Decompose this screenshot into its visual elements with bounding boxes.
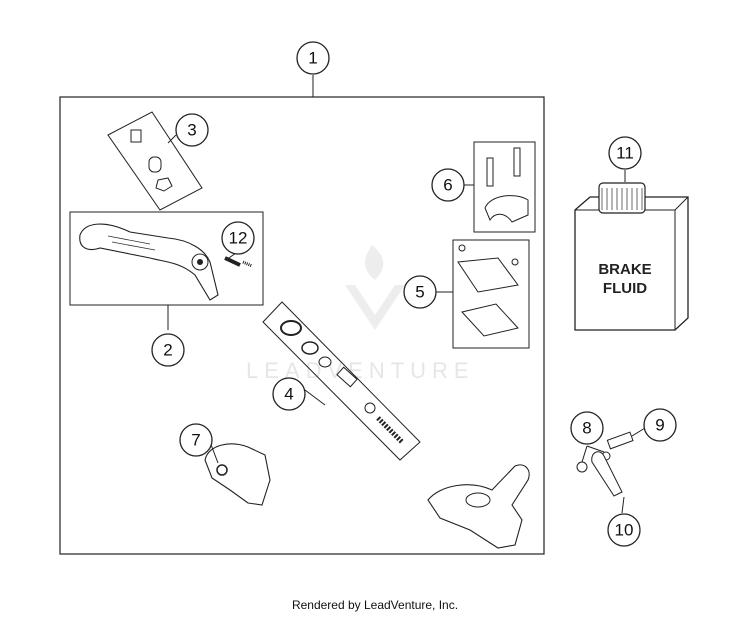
svg-text:11: 11 — [616, 144, 634, 163]
footer-credit: Rendered by LeadVenture, Inc. — [291, 598, 459, 612]
svg-text:1: 1 — [308, 49, 317, 68]
subgroup-5-cover — [452, 239, 530, 349]
subgroup-4-piston — [262, 301, 421, 461]
callout-11: 11 — [608, 136, 642, 170]
callout-8: 8 — [570, 411, 604, 445]
svg-text:10: 10 — [615, 521, 634, 540]
bottle-label-line2: FLUID — [603, 280, 647, 297]
svg-text:3: 3 — [187, 121, 196, 140]
svg-text:5: 5 — [415, 283, 424, 302]
assembly-box — [59, 96, 545, 555]
part-7-housing — [204, 443, 271, 506]
callout-4: 4 — [272, 377, 306, 411]
part-master-cylinder — [427, 464, 530, 549]
svg-text:6: 6 — [443, 176, 452, 195]
svg-text:2: 2 — [163, 341, 172, 360]
callout-1: 1 — [296, 41, 330, 75]
svg-text:4: 4 — [284, 385, 293, 404]
callout-3: 3 — [175, 113, 209, 147]
callout-5: 5 — [403, 275, 437, 309]
callout-7: 7 — [179, 423, 213, 457]
subgroup-6-clamp — [473, 141, 536, 233]
subgroup-3 — [107, 111, 203, 211]
subgroup-2-lever — [69, 211, 264, 306]
svg-text:9: 9 — [655, 416, 664, 435]
watermark-logo: LEADVENTURE — [246, 245, 475, 383]
callout-6: 6 — [431, 168, 465, 202]
callout-10: 10 — [607, 513, 641, 547]
callout-2: 2 — [151, 333, 185, 367]
part-8-banjo — [576, 451, 623, 497]
part-9-banjo-bolt — [606, 431, 634, 450]
callout-9: 9 — [643, 408, 677, 442]
svg-text:8: 8 — [582, 419, 591, 438]
svg-text:12: 12 — [229, 229, 248, 248]
brake-fluid-bottle: BRAKE FLUID — [574, 182, 689, 331]
watermark-text: LEADVENTURE — [246, 358, 475, 383]
bottle-label-line1: BRAKE — [598, 261, 651, 278]
svg-text:7: 7 — [191, 431, 200, 450]
callout-12: 12 — [221, 221, 255, 255]
